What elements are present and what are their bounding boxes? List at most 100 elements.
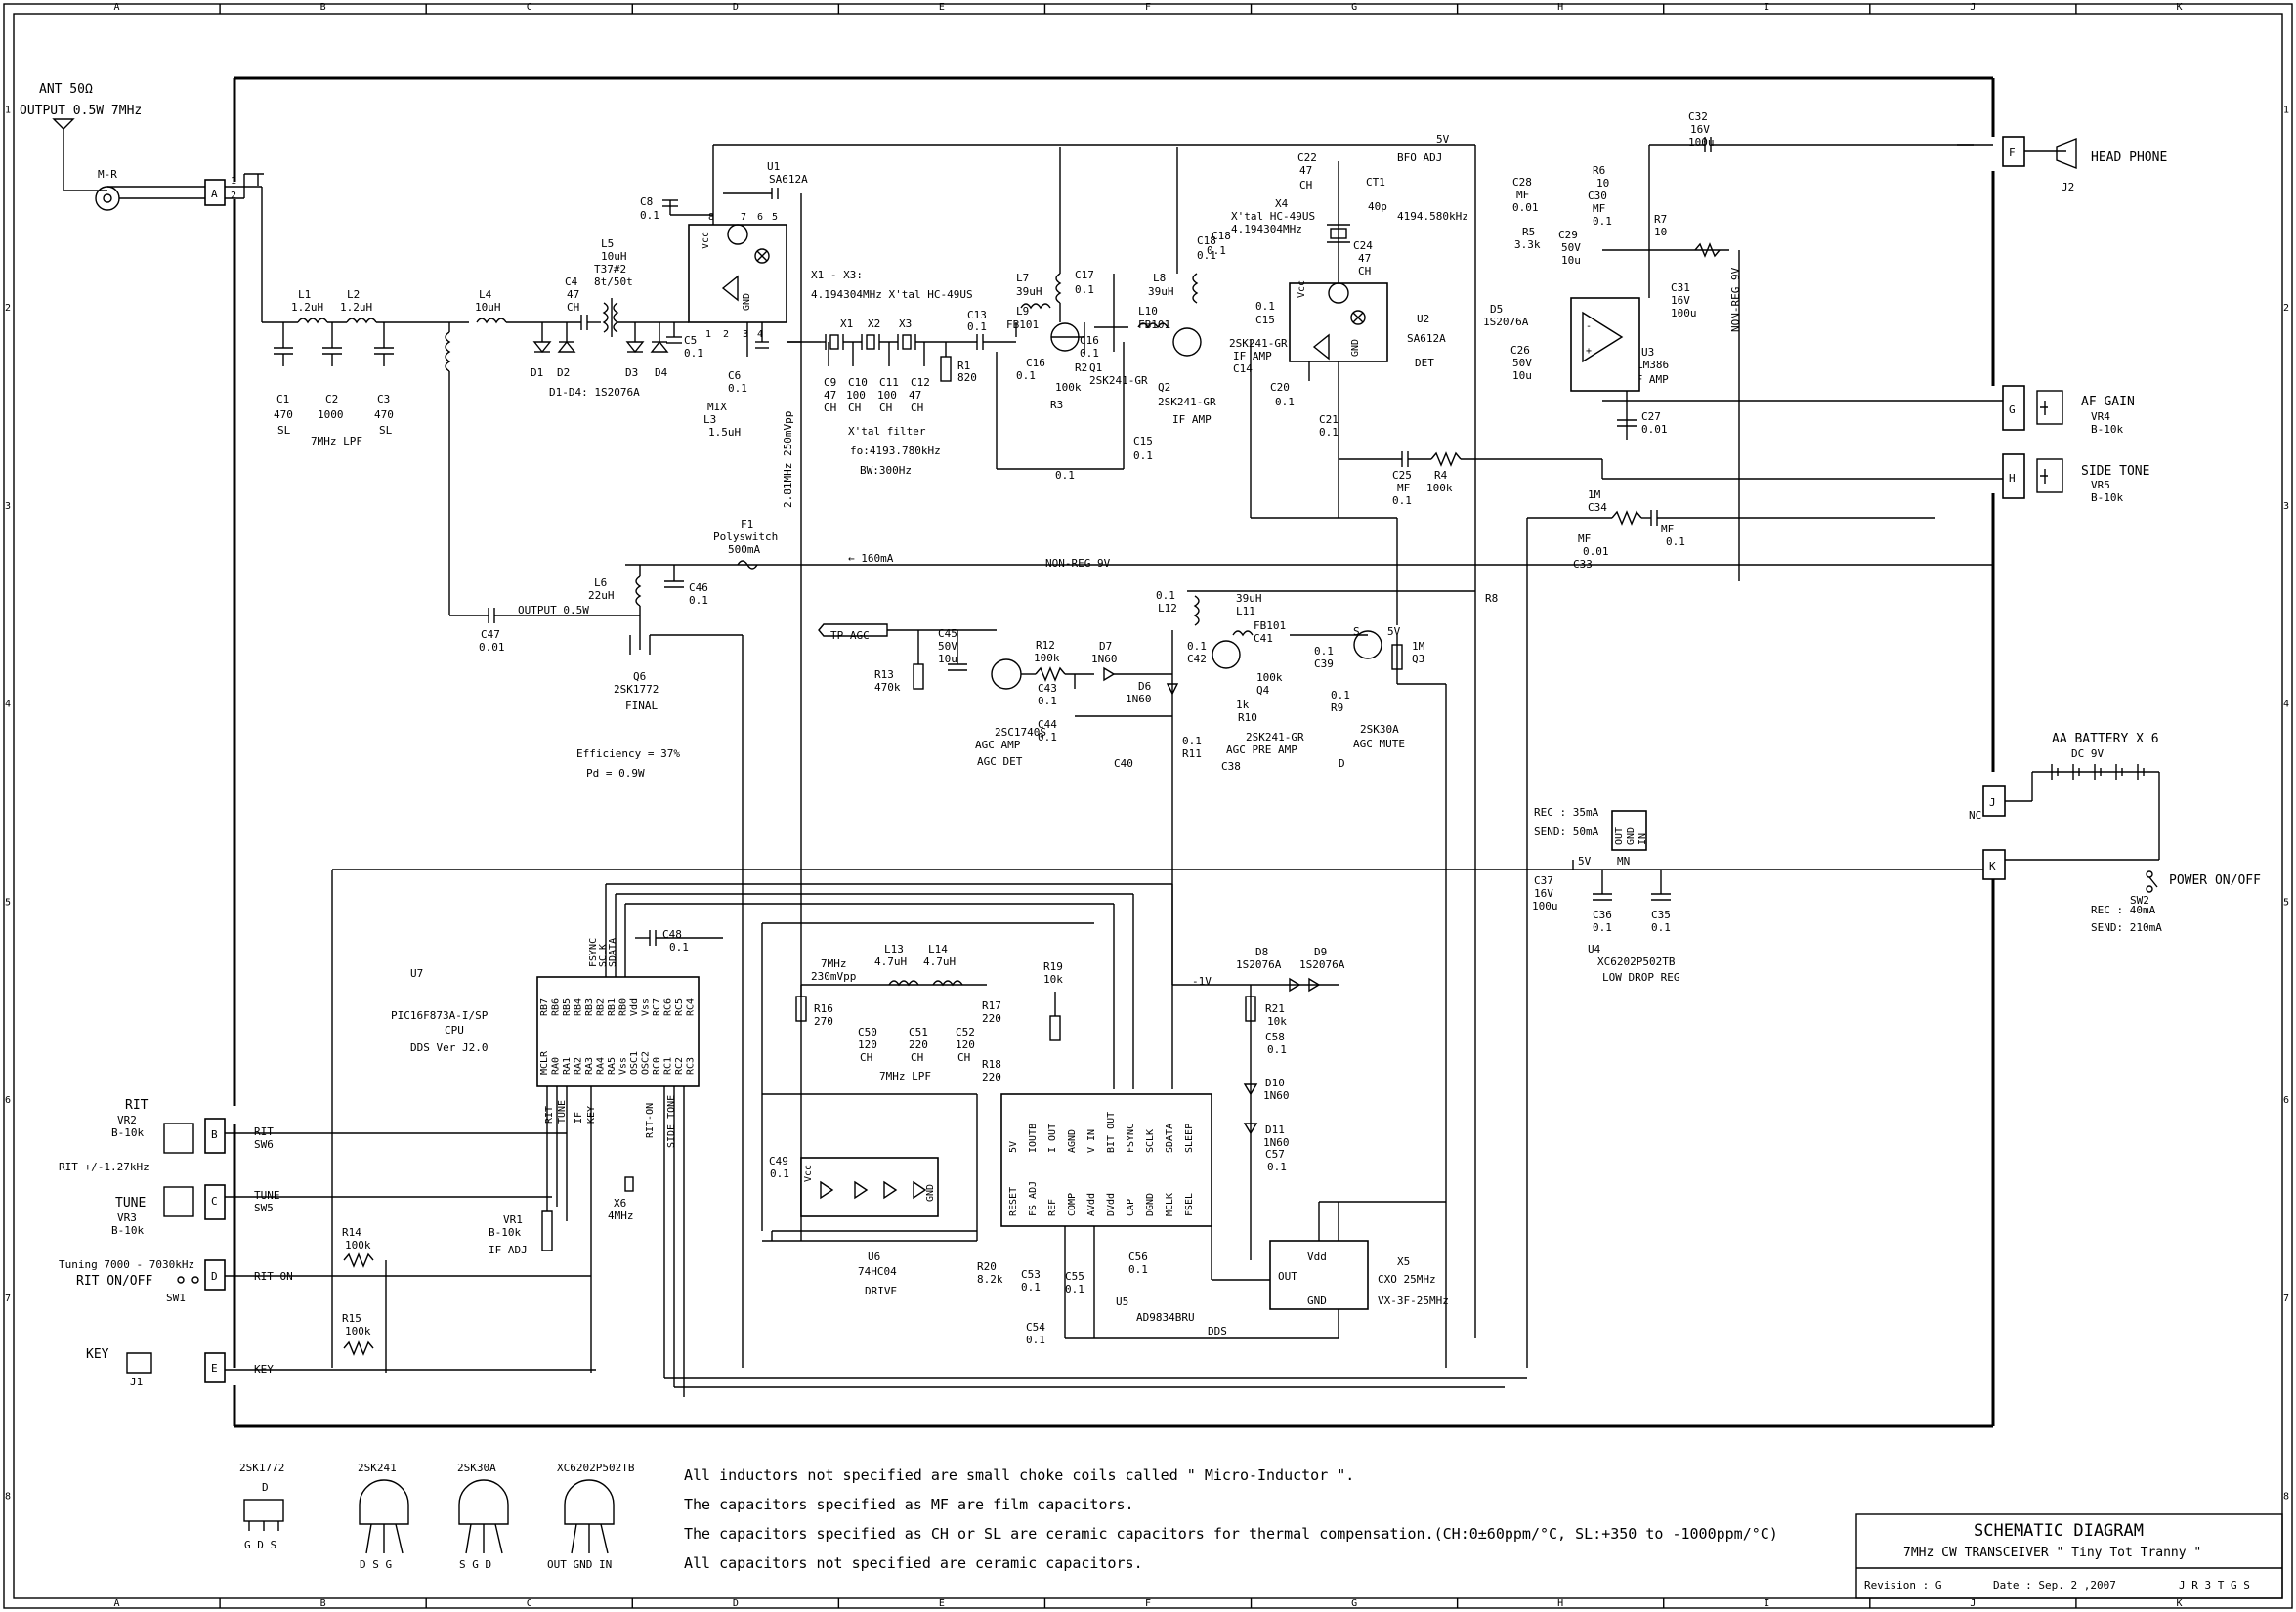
svg-text:GND: GND [1307, 1294, 1327, 1307]
svg-text:0.1: 0.1 [1331, 689, 1350, 701]
svg-text:B-10k: B-10k [489, 1226, 521, 1239]
svg-text:50V: 50V [938, 640, 957, 653]
svg-text:C27: C27 [1641, 410, 1661, 423]
svg-text:C30: C30 [1588, 190, 1607, 202]
grid-col-label: I [1764, 2, 1769, 13]
svg-text:G D S: G D S [244, 1539, 276, 1551]
svg-text:0.1: 0.1 [1275, 396, 1295, 408]
svg-text:0.1: 0.1 [1319, 426, 1339, 439]
svg-text:BFO ADJ: BFO ADJ [1397, 151, 1442, 164]
svg-text:47: 47 [909, 389, 921, 402]
connector-k [1982, 849, 2006, 880]
svg-text:0.1: 0.1 [967, 320, 987, 333]
svg-text:2SK30A: 2SK30A [457, 1462, 496, 1474]
svg-text:R6: R6 [1593, 164, 1605, 177]
svg-text:SW1: SW1 [166, 1292, 186, 1304]
svg-text:C40: C40 [1114, 757, 1133, 770]
grid-col-label: E [939, 1598, 945, 1609]
svg-text:NON-REG 9V: NON-REG 9V [1045, 557, 1111, 570]
svg-text:2: 2 [723, 329, 729, 340]
cpu-pin-label: RB2 [596, 998, 607, 1016]
cpu-signal-label: RIT [544, 1106, 555, 1124]
svg-text:C47: C47 [481, 628, 500, 641]
svg-text:L8: L8 [1153, 272, 1166, 284]
svg-text:2SK241-GR: 2SK241-GR [1229, 337, 1288, 350]
svg-text:SIDE TONE: SIDE TONE [2081, 464, 2149, 479]
dds-pin-label: 5V [1008, 1141, 1019, 1153]
svg-text:7MHz: 7MHz [821, 957, 847, 970]
dds-pin-label: CAP [1126, 1199, 1136, 1216]
svg-text:SA612A: SA612A [1407, 332, 1446, 345]
connector-e [204, 1352, 226, 1383]
svg-text:C15: C15 [1255, 314, 1275, 326]
svg-text:0.1: 0.1 [1021, 1281, 1041, 1294]
grid-row-label: 1 [5, 105, 11, 115]
battery-icon [2051, 764, 2145, 780]
svg-text:Vcc: Vcc [803, 1165, 814, 1182]
svg-text:C26: C26 [1510, 344, 1530, 357]
cpu-pin-label: RC3 [686, 1057, 697, 1075]
svg-text:1: 1 [705, 329, 711, 340]
svg-text:IN: IN [1637, 833, 1648, 845]
svg-text:0.1: 0.1 [1267, 1043, 1287, 1056]
svg-text:1N60: 1N60 [1126, 693, 1152, 705]
mixer-section: L4 10uH C4 47 CH L5 10uH T37#2 8t/50t D1… [445, 144, 1475, 1241]
svg-text:B-10k: B-10k [2091, 423, 2123, 436]
ant-output-label: OUTPUT 0.5W 7MHz [20, 104, 142, 118]
svg-text:10k: 10k [1267, 1015, 1287, 1028]
svg-text:TP-AGC: TP-AGC [830, 629, 870, 642]
grid-row-label: 5 [2283, 897, 2289, 908]
svg-text:U4: U4 [1588, 943, 1601, 955]
svg-text:U6: U6 [868, 1251, 880, 1263]
svg-text:RIT: RIT [125, 1098, 149, 1113]
svg-text:R13: R13 [874, 668, 894, 681]
u4-regulator-ic [1611, 810, 1647, 851]
ant-label: ANT 50Ω [39, 82, 93, 97]
svg-text:C45: C45 [938, 627, 957, 640]
svg-text:0.1: 0.1 [1314, 645, 1334, 658]
title-block: SCHEMATIC DIAGRAM 7MHz CW TRANSCEIVER " … [1855, 1513, 2283, 1599]
cpu-signal-label: SCLK [598, 944, 609, 967]
resistor-r7 [1694, 242, 1721, 258]
svg-text:50V: 50V [1561, 241, 1581, 254]
svg-text:← 160mA: ← 160mA [848, 552, 894, 565]
ferrite-bead-l9 [1020, 303, 1051, 310]
svg-text:GND: GND [925, 1184, 936, 1202]
svg-text:R12: R12 [1036, 639, 1055, 652]
svg-text:Q2: Q2 [1158, 381, 1170, 394]
svg-text:R16: R16 [814, 1002, 833, 1015]
inductor-l4 [476, 318, 507, 324]
svg-text:Q4: Q4 [1256, 684, 1270, 697]
trimmer-vr1 [541, 1210, 553, 1251]
svg-text:D1-D4: 1S2076A: D1-D4: 1S2076A [549, 386, 640, 399]
svg-text:B-10k: B-10k [111, 1224, 144, 1237]
right-connectors: F HEAD PHONE J2 G AF GAIN VR4 B-10k H SI… [1573, 136, 2261, 934]
svg-text:C3: C3 [377, 393, 390, 405]
ferrite-bead-l11 [1232, 630, 1254, 637]
svg-text:L9: L9 [1016, 305, 1029, 318]
svg-text:0.1: 0.1 [1593, 921, 1612, 934]
svg-text:L11: L11 [1236, 605, 1255, 617]
cpu-pin-label: RC4 [686, 998, 697, 1016]
to92-2sk30a-icon [458, 1479, 509, 1525]
svg-text:U5: U5 [1116, 1295, 1128, 1308]
subtitle-text: 7MHz CW TRANSCEIVER " Tiny Tot Tranny " [1903, 1546, 2201, 1560]
svg-text:C49: C49 [769, 1155, 788, 1167]
svg-text:DDS Ver J2.0: DDS Ver J2.0 [410, 1041, 488, 1054]
svg-text:100u: 100u [1688, 136, 1715, 148]
svg-text:10uH: 10uH [475, 301, 501, 314]
dds-pin-label: REF [1047, 1199, 1058, 1216]
grid-row-label: 8 [5, 1492, 11, 1503]
svg-text:J2: J2 [2062, 181, 2074, 193]
svg-text:FB101: FB101 [1006, 318, 1039, 331]
svg-text:X1: X1 [840, 318, 853, 330]
svg-text:X'tal filter: X'tal filter [848, 425, 926, 438]
grid-col-label: A [114, 1598, 120, 1609]
svg-text:100k: 100k [345, 1325, 371, 1337]
revision-text: Revision : G [1864, 1579, 1941, 1591]
agc-label: 0.1 [1055, 469, 1075, 482]
svg-text:FB101: FB101 [1138, 318, 1170, 331]
to92-xc6202-icon [564, 1479, 615, 1525]
grid-col-label: G [1351, 2, 1357, 13]
